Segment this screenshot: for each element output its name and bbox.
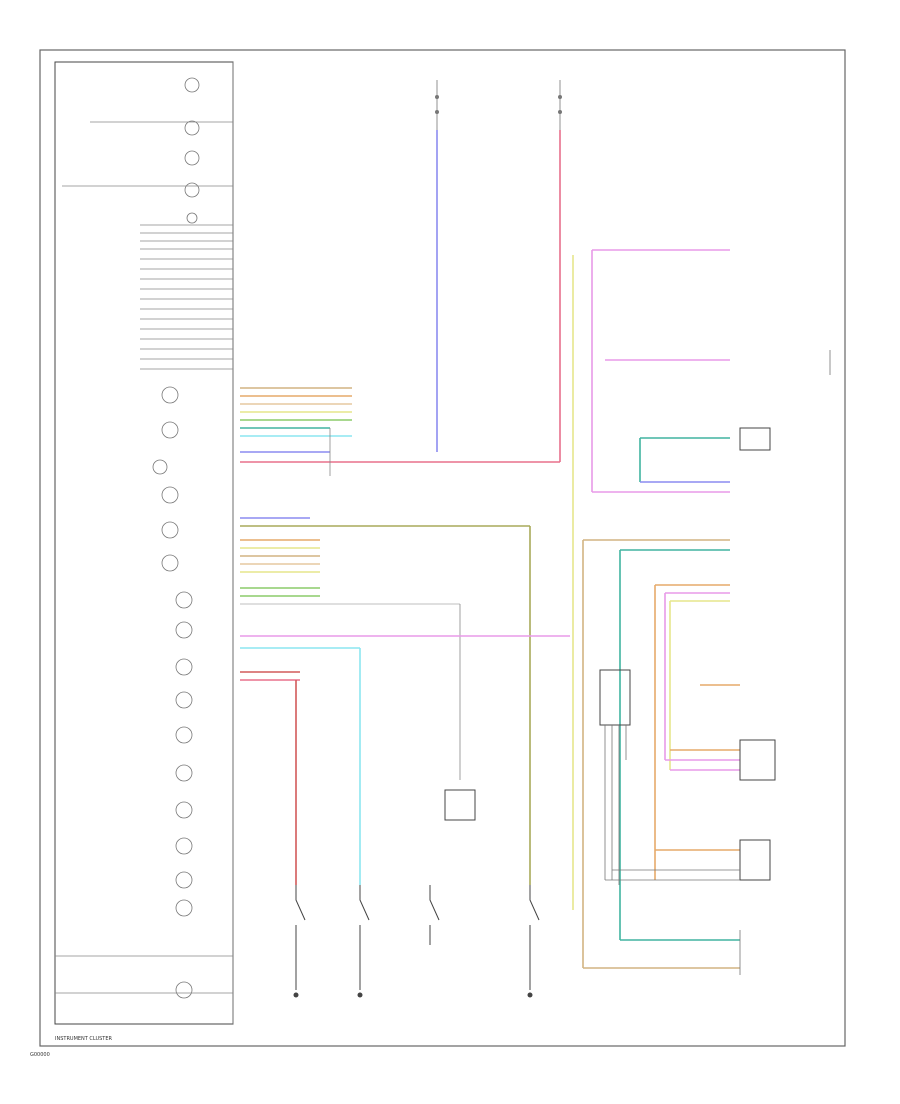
indicator-lamp-icon bbox=[175, 764, 193, 782]
indicator-lamp-icon bbox=[175, 899, 193, 917]
indicator-lamp-icon bbox=[184, 182, 200, 198]
diagram-title: INSTRUMENT CLUSTER bbox=[55, 1036, 113, 1042]
indicator-lamp-icon bbox=[175, 726, 193, 744]
gauge-icon bbox=[161, 421, 179, 439]
switch-4 bbox=[529, 885, 540, 990]
switch-2 bbox=[359, 885, 370, 990]
footer-code: G00000 bbox=[30, 1052, 50, 1058]
indicator-lamp-icon bbox=[175, 621, 193, 639]
right-components bbox=[599, 350, 831, 975]
diagram-border bbox=[39, 49, 846, 1047]
gauge-icon bbox=[152, 459, 168, 475]
brake-switch bbox=[739, 839, 771, 881]
gauge-icon bbox=[161, 521, 179, 539]
indicator-lamp-icon bbox=[184, 120, 200, 136]
harness-middle bbox=[240, 517, 570, 885]
cluster-pin-ticks bbox=[55, 121, 233, 994]
switch-3 bbox=[429, 885, 440, 945]
indicator-lamp-icon bbox=[175, 591, 193, 609]
indicator-lamp-icon bbox=[175, 658, 193, 676]
switch-1 bbox=[295, 885, 306, 990]
indicator-lamp-icon bbox=[175, 691, 193, 709]
speed-sensor bbox=[739, 739, 776, 781]
harness-upper bbox=[240, 387, 560, 476]
indicator-lamp-icon bbox=[186, 212, 198, 224]
gauge-icon bbox=[161, 554, 179, 572]
indicator-lamp-icon bbox=[175, 837, 193, 855]
cluster-indicators bbox=[152, 77, 200, 999]
power-feeds bbox=[436, 130, 593, 968]
indicator-lamp-icon bbox=[175, 801, 193, 819]
module-pins bbox=[604, 725, 740, 885]
indicator-lamp-icon bbox=[184, 150, 200, 166]
module-connector bbox=[599, 669, 631, 726]
indicator-lamp-icon bbox=[175, 981, 193, 999]
indicator-lamp-icon bbox=[184, 77, 200, 93]
relay-block bbox=[444, 789, 476, 821]
bottom-switches bbox=[293, 789, 540, 998]
indicator-lamp-icon bbox=[175, 871, 193, 889]
instrument-cluster-outline bbox=[54, 61, 234, 1025]
right-harness bbox=[583, 249, 740, 969]
gauge-icon bbox=[161, 486, 179, 504]
fuel-pump-relay bbox=[739, 427, 771, 451]
top-fuses bbox=[435, 80, 562, 130]
gauge-icon bbox=[161, 386, 179, 404]
